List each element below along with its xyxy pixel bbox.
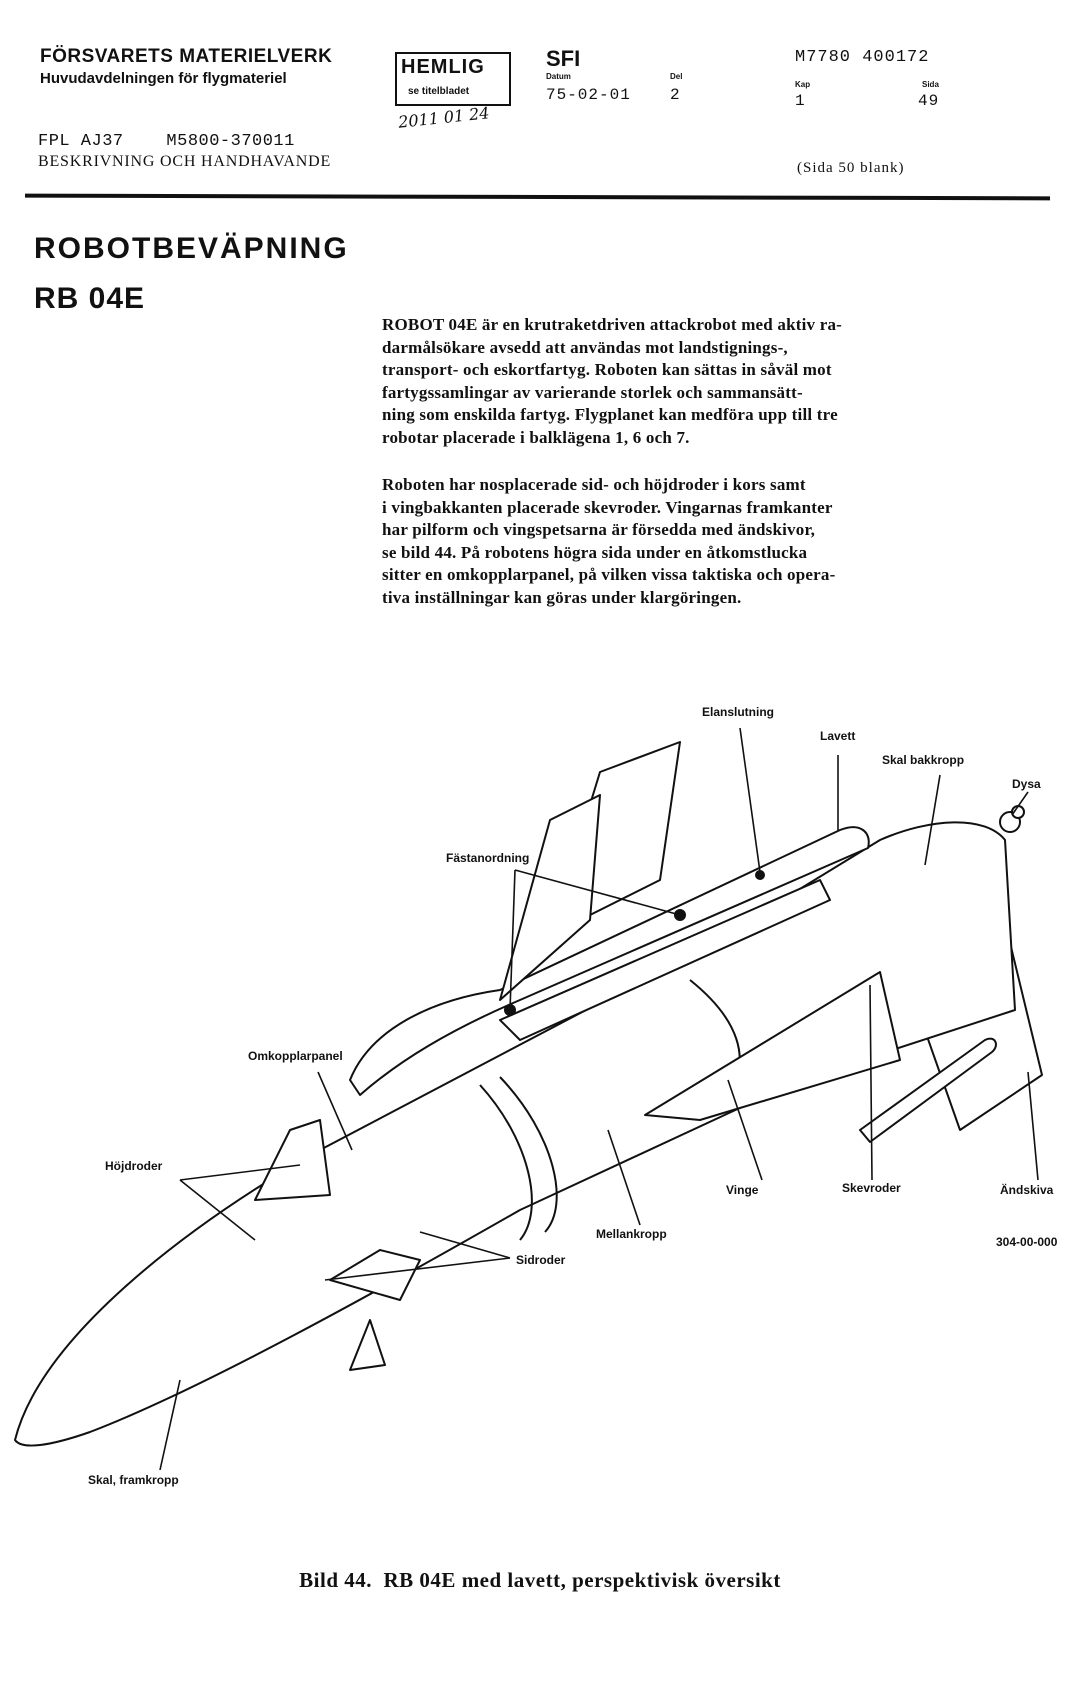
section-subtitle: RB 04E [34, 282, 146, 315]
paragraph-1: ROBOT 04E är en krutraketdriven attackro… [382, 315, 842, 447]
wing [644, 971, 901, 1121]
sida-label: Sida [922, 80, 939, 89]
label-fastanordning: Fästanordning [446, 851, 529, 865]
label-dysa: Dysa [1012, 777, 1041, 791]
stamp-handwritten-date: 2011 01 24 [397, 103, 491, 132]
del-label: Del [670, 72, 683, 81]
fpl-line: FPL AJ37 M5800-370011 [38, 132, 295, 151]
sfi-label: SFI [546, 46, 581, 71]
hojdroder-fin [254, 1119, 331, 1201]
sidroder-fin [329, 1249, 421, 1301]
description-line: BESKRIVNING OCH HANDHAVANDE [38, 153, 332, 170]
sida-value: 49 [918, 92, 940, 110]
blank-page-note: (Sida 50 blank) [797, 160, 905, 176]
missile-illustration: Elanslutning Lavett Skal bakkropp Dysa F… [14, 705, 1058, 1487]
datum-label: Datum [546, 72, 571, 81]
label-elanslutning: Elanslutning [702, 705, 774, 719]
label-sidroder: Sidroder [516, 1253, 566, 1267]
document-number: M7780 400172 [795, 48, 930, 67]
label-skal-bakkropp: Skal bakkropp [882, 753, 964, 767]
section-title: ROBOTBEVÄPNING [34, 232, 349, 265]
label-hojdroder: Höjdroder [105, 1159, 163, 1173]
label-skevroder: Skevroder [842, 1181, 901, 1195]
label-andskiva: Ändskiva [1000, 1182, 1054, 1197]
body-ring-1 [479, 1084, 533, 1241]
lavett-rail [349, 826, 870, 1096]
figure-caption: Bild 44. RB 04E med lavett, perspektivis… [299, 1568, 781, 1592]
del-value: 2 [670, 86, 681, 104]
datum-value: 75-02-01 [546, 86, 631, 104]
kap-label: Kap [795, 80, 811, 89]
drawing-number: 304-00-000 [996, 1235, 1058, 1249]
pylon [499, 879, 831, 1041]
label-mellankropp: Mellankropp [596, 1227, 667, 1241]
label-vinge: Vinge [726, 1183, 759, 1197]
label-omkopplarpanel: Omkopplarpanel [248, 1049, 343, 1063]
label-lavett: Lavett [820, 729, 855, 743]
kap-value: 1 [795, 92, 806, 110]
label-skal-framkropp: Skal, framkropp [88, 1473, 179, 1487]
wingtip-pod [859, 1037, 997, 1143]
organization-division: Huvudavdelningen för flygmateriel [40, 70, 287, 87]
lower-fin [349, 1319, 386, 1371]
stamp-subtext: se titelbladet [408, 86, 470, 97]
header-rule [24, 193, 1051, 201]
organization-name: FÖRSVARETS MATERIELVERK [40, 46, 333, 67]
classification-stamp [395, 52, 511, 106]
body-ring-2 [499, 1076, 558, 1233]
left-wing-fin [499, 794, 601, 1001]
stamp-classification: HEMLIG [401, 56, 485, 78]
paragraph-2: Roboten har nosplacerade sid- och höjdro… [382, 475, 836, 607]
